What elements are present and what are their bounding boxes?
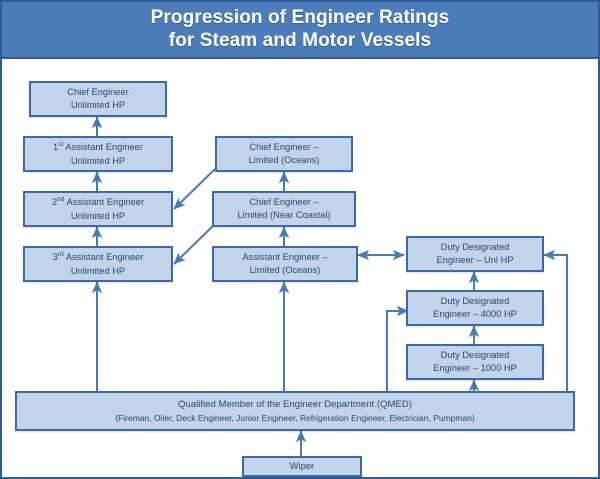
qmed-title: Qualified Member of the Engineer Departm… <box>177 398 413 410</box>
node-line-1: Duty Designated <box>440 295 510 306</box>
node-wiper[interactable]: Wiper <box>242 456 362 477</box>
node-duty-designated-engineer-4000-hp[interactable]: Duty Designated Engineer – 4000 HP <box>406 290 544 326</box>
node-chief-engineer-unlimited-hp[interactable]: Chief Engineer Unlimited HP <box>29 81 167 117</box>
node-line-1: Duty Designated <box>440 349 510 360</box>
edge-chief-ltd-oceans-to-second-asst <box>173 168 216 210</box>
edge-chief-ltd-nc-to-third-asst <box>173 223 216 265</box>
diagram-canvas: Chief Engineer Unlimited HP 1st Assistan… <box>2 59 598 477</box>
node-line-1: Chief Engineer – <box>249 196 319 207</box>
node-line-2: Unlimited HP <box>70 210 126 221</box>
page-title: Progression of Engineer Ratings for Stea… <box>151 7 450 52</box>
node-line-1-rest: Assistant Engineer <box>65 252 144 263</box>
node-line-2: Limited (Near Coastal) <box>237 210 331 220</box>
title-line-1: Progression of Engineer Ratings <box>150 7 450 29</box>
node-line-2: Engineer – 1000 HP <box>433 363 517 373</box>
diagram-header: Progression of Engineer Ratings for Stea… <box>2 2 598 59</box>
node-line-1: Assistant Engineer – <box>242 251 328 262</box>
node-ordinal: 2 <box>51 197 58 208</box>
edge-qmed-to-dde-4000 <box>386 305 409 391</box>
qmed-ratings-list: (Fireman, Oiler, Deck Engineer, Junior E… <box>115 412 475 423</box>
node-line-2: Engineer – Unl HP <box>436 255 514 265</box>
node-ordinal: 3 <box>52 252 58 263</box>
node-line-1: Wiper <box>289 460 315 471</box>
node-duty-designated-engineer-1000-hp[interactable]: Duty Designated Engineer – 1000 HP <box>406 344 544 380</box>
node-qmed[interactable]: Qualified Member of the Engineer Departm… <box>15 391 575 431</box>
node-line-1: Duty Designated <box>440 241 510 252</box>
node-duty-designated-engineer-unl-hp[interactable]: Duty Designated Engineer – Unl HP <box>406 236 544 272</box>
node-line-1: Chief Engineer – <box>249 141 319 152</box>
node-line-2: Unlimited HP <box>70 265 126 276</box>
node-line-1: Chief Engineer <box>67 86 129 97</box>
node-ordinal-suffix: nd <box>57 195 65 203</box>
node-ordinal-suffix: st <box>58 140 64 148</box>
node-line-2: Limited (Oceans) <box>249 265 321 275</box>
node-chief-engineer-limited-oceans[interactable]: Chief Engineer – Limited (Oceans) <box>215 136 353 172</box>
node-line-2: Engineer – 4000 HP <box>433 309 517 319</box>
node-line-2: Limited (Oceans) <box>248 155 320 165</box>
node-line-1-rest: Assistant Engineer <box>66 197 145 208</box>
node-line-1-rest: Assistant Engineer <box>65 142 143 153</box>
node-chief-engineer-limited-near-coastal[interactable]: Chief Engineer – Limited (Near Coastal) <box>212 191 356 227</box>
node-third-assistant-engineer[interactable]: 3rd Assistant Engineer Unlimited HP <box>23 246 173 282</box>
edge-qmed-to-dde-unl <box>543 249 568 391</box>
node-ordinal: 1 <box>53 142 59 153</box>
node-second-assistant-engineer[interactable]: 2nd Assistant Engineer Unlimited HP <box>23 191 173 227</box>
node-line-2: Unlimited HP <box>70 100 126 110</box>
node-line-2: Unlimited HP <box>70 155 126 166</box>
node-ordinal-suffix: rd <box>57 250 64 258</box>
title-line-2: for Steam and Motor Vessels <box>168 29 432 51</box>
node-assistant-engineer-limited-oceans[interactable]: Assistant Engineer – Limited (Oceans) <box>212 246 358 282</box>
node-first-assistant-engineer[interactable]: 1st Assistant Engineer Unlimited HP <box>23 136 173 172</box>
